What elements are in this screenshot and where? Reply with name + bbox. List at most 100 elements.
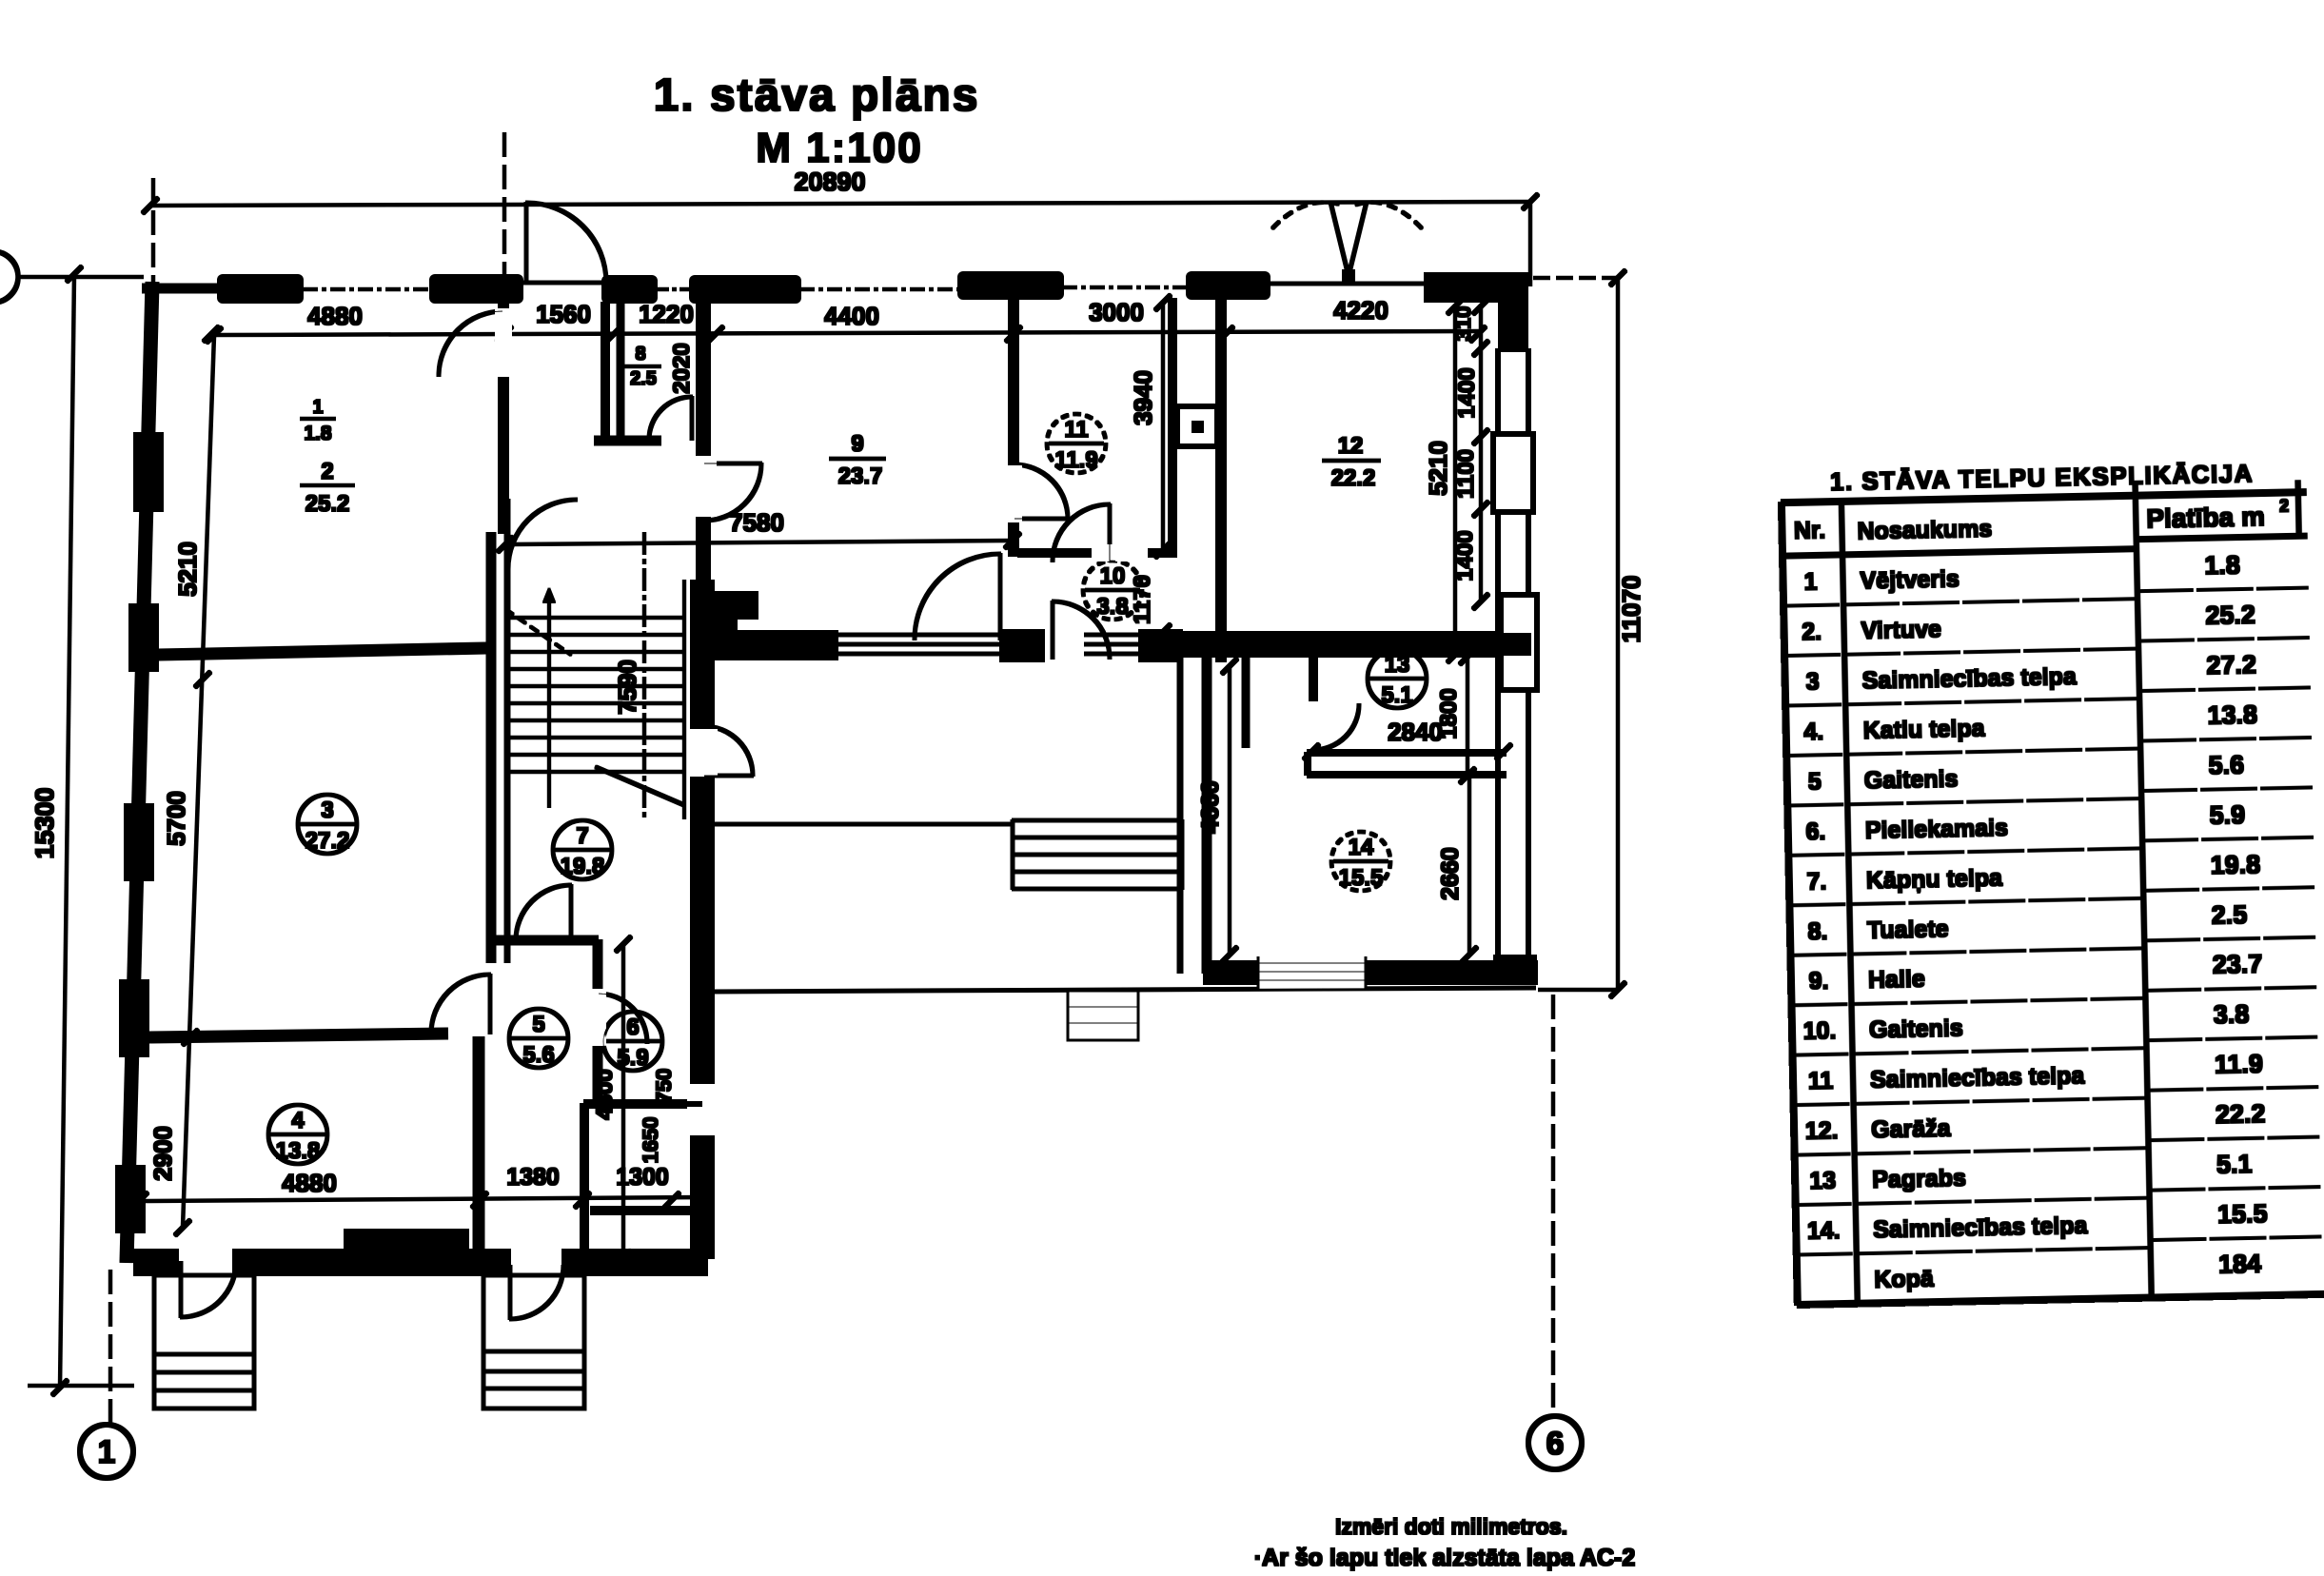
- svg-text:1.8: 1.8: [304, 423, 332, 444]
- svg-text:1300: 1300: [616, 1164, 669, 1191]
- svg-text:Tualete: Tualete: [1867, 916, 1949, 944]
- svg-text:15.5: 15.5: [2217, 1199, 2268, 1229]
- svg-text:5: 5: [1808, 768, 1822, 795]
- svg-text:1: 1: [1803, 568, 1818, 595]
- svg-text:2.: 2.: [1802, 619, 1822, 645]
- svg-text:3.8: 3.8: [1096, 594, 1128, 620]
- svg-text:23.7: 23.7: [2212, 950, 2262, 979]
- svg-text:23.7: 23.7: [838, 463, 883, 489]
- svg-text:4220: 4220: [1333, 296, 1388, 325]
- svg-text:4880: 4880: [282, 1169, 337, 1197]
- svg-text:5.6: 5.6: [522, 1042, 554, 1068]
- svg-text:22.2: 22.2: [1331, 465, 1376, 491]
- svg-text:1650: 1650: [639, 1117, 662, 1164]
- svg-text:1. stāva plāns: 1. stāva plāns: [654, 70, 980, 121]
- svg-text:22.2: 22.2: [2216, 1099, 2266, 1129]
- svg-text:4.: 4.: [1803, 719, 1823, 745]
- svg-text:7580: 7580: [729, 508, 784, 537]
- svg-text:5.6: 5.6: [2208, 750, 2244, 779]
- svg-text:11: 11: [1064, 417, 1088, 443]
- svg-text:25.2: 25.2: [2205, 601, 2255, 630]
- svg-text:3940: 3940: [1129, 370, 1157, 425]
- svg-text:2.5: 2.5: [2211, 900, 2247, 930]
- svg-text:11: 11: [1808, 1068, 1834, 1095]
- svg-text:184: 184: [2218, 1250, 2262, 1279]
- svg-text:14: 14: [1349, 835, 1374, 860]
- svg-text:5.9: 5.9: [2209, 800, 2245, 830]
- svg-text:4400: 4400: [824, 302, 879, 330]
- svg-text:1380: 1380: [506, 1164, 560, 1191]
- svg-text:Gaitenis: Gaitenis: [1864, 765, 1959, 794]
- svg-text:7.: 7.: [1806, 868, 1826, 895]
- svg-text:14.: 14.: [1807, 1217, 1841, 1245]
- svg-text:6: 6: [1546, 1426, 1565, 1462]
- svg-text:5: 5: [532, 1012, 544, 1037]
- svg-text:5210: 5210: [173, 542, 202, 597]
- svg-text:Nosaukums: Nosaukums: [1857, 516, 1992, 545]
- svg-text:3000: 3000: [1089, 298, 1144, 326]
- svg-text:3: 3: [1805, 668, 1819, 695]
- svg-text:2840: 2840: [1388, 718, 1443, 746]
- svg-text:9: 9: [851, 431, 863, 457]
- svg-text:1400: 1400: [1454, 367, 1480, 418]
- svg-text:27.2: 27.2: [2206, 650, 2256, 680]
- svg-text:1220: 1220: [639, 300, 694, 328]
- svg-text:13.8: 13.8: [276, 1138, 321, 1164]
- svg-text:10: 10: [1100, 563, 1126, 589]
- svg-text:7: 7: [576, 823, 588, 849]
- svg-text:6.: 6.: [1805, 818, 1825, 845]
- svg-text:1: 1: [312, 397, 323, 418]
- svg-text:5.1: 5.1: [2216, 1150, 2253, 1179]
- svg-text:Kopā: Kopā: [1874, 1266, 1935, 1293]
- svg-text:1560: 1560: [536, 300, 591, 328]
- svg-text:Saimniecības telpa: Saimniecības telpa: [1861, 663, 2078, 695]
- svg-text:1: 1: [98, 1434, 116, 1470]
- svg-text:3: 3: [321, 798, 333, 823]
- svg-text:Saimniecības telpa: Saimniecības telpa: [1870, 1063, 2086, 1094]
- svg-text:Saimniecības telpa: Saimniecības telpa: [1873, 1212, 2089, 1244]
- svg-text:Halle: Halle: [1868, 966, 1925, 994]
- svg-text:1800: 1800: [1436, 688, 1462, 739]
- svg-text:13: 13: [1385, 652, 1410, 678]
- svg-text:8: 8: [635, 344, 645, 364]
- svg-text:1400: 1400: [1452, 530, 1478, 581]
- svg-text:Virtuve: Virtuve: [1861, 616, 1941, 644]
- svg-text:2: 2: [2279, 496, 2289, 515]
- svg-text:Pieliekamais: Pieliekamais: [1865, 815, 2009, 844]
- svg-text:5.9: 5.9: [617, 1045, 648, 1071]
- svg-text:15.5: 15.5: [1339, 865, 1384, 891]
- svg-text:4880: 4880: [307, 302, 363, 330]
- svg-text:Garāža: Garāža: [1871, 1115, 1952, 1144]
- svg-text:Kāpņu telpa: Kāpņu telpa: [1866, 864, 2004, 894]
- svg-text:5210: 5210: [1424, 441, 1452, 496]
- svg-text:Gaitenis: Gaitenis: [1869, 1015, 1963, 1044]
- svg-text:19.8: 19.8: [2210, 850, 2260, 879]
- svg-text:3.8: 3.8: [2213, 1000, 2249, 1030]
- svg-text:9.: 9.: [1808, 968, 1828, 995]
- svg-text:2660: 2660: [1437, 847, 1464, 900]
- svg-text:Vējtveris: Vējtveris: [1860, 565, 1960, 594]
- svg-text:15300: 15300: [30, 787, 59, 858]
- svg-text:4: 4: [291, 1108, 305, 1133]
- svg-text:Pagrabs: Pagrabs: [1872, 1165, 1966, 1193]
- svg-text:2900: 2900: [148, 1126, 177, 1181]
- svg-text:1.8: 1.8: [2204, 551, 2240, 581]
- svg-text:2.5: 2.5: [630, 368, 657, 389]
- svg-text:1170: 1170: [1130, 575, 1155, 624]
- svg-text:27.2: 27.2: [305, 828, 350, 854]
- svg-text:Izmēri doti milimetros.: Izmēri doti milimetros.: [1335, 1514, 1567, 1539]
- svg-text:5.1: 5.1: [1381, 682, 1412, 708]
- svg-text:Nr.: Nr.: [1794, 517, 1826, 544]
- svg-text:13: 13: [1809, 1168, 1836, 1195]
- svg-text:750: 750: [652, 1069, 676, 1104]
- svg-text:19.8: 19.8: [561, 854, 605, 879]
- svg-text:13.8: 13.8: [2207, 700, 2257, 730]
- svg-text:11070: 11070: [1617, 576, 1645, 643]
- svg-text:M 1:100: M 1:100: [756, 125, 922, 171]
- svg-text:10.: 10.: [1802, 1017, 1836, 1045]
- svg-text:12.: 12.: [1805, 1117, 1839, 1145]
- svg-text:12: 12: [1338, 433, 1364, 459]
- svg-text:6: 6: [626, 1015, 639, 1040]
- svg-text:2020: 2020: [669, 343, 695, 393]
- svg-text:25.2: 25.2: [305, 491, 350, 517]
